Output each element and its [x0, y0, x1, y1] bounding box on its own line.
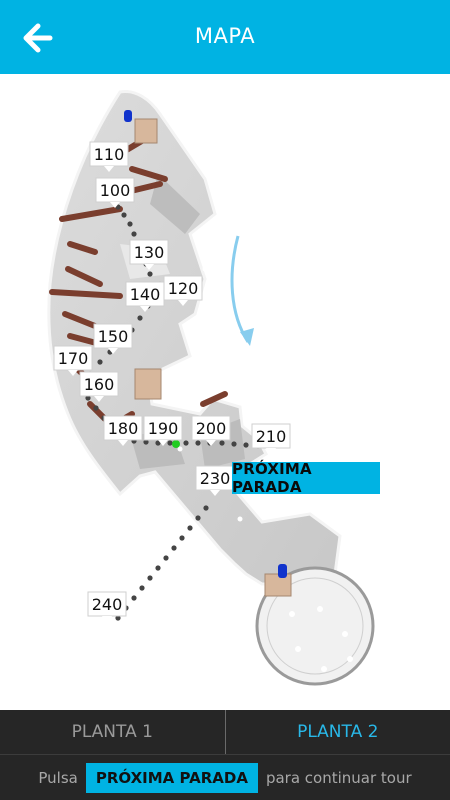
- page-title: MAPA: [194, 24, 256, 48]
- current-position-marker: [172, 440, 180, 448]
- stop-marker-240[interactable]: 240: [87, 591, 127, 622]
- svg-text:130: 130: [134, 243, 165, 262]
- footer-suffix: para continuar tour: [265, 768, 412, 787]
- svg-text:200: 200: [196, 419, 227, 438]
- tab-divider: [224, 710, 226, 754]
- svg-text:230: 230: [200, 469, 231, 488]
- museum-map[interactable]: 110 100 130 120 140 150: [0, 74, 450, 710]
- stop-marker-150[interactable]: 150: [93, 323, 133, 354]
- stop-marker-130[interactable]: 130: [129, 239, 169, 270]
- stop-marker-100[interactable]: 100: [95, 177, 135, 208]
- stop-marker-210[interactable]: 210: [251, 423, 291, 454]
- stop-marker-120[interactable]: 120: [163, 275, 203, 306]
- stairs: [134, 118, 292, 597]
- svg-text:240: 240: [92, 595, 123, 614]
- next-stop-button[interactable]: PRÓXIMA PARADA: [85, 762, 258, 793]
- rotunda: [255, 566, 375, 686]
- tab-planta-2[interactable]: PLANTA 2: [297, 722, 379, 742]
- svg-text:150: 150: [98, 327, 129, 346]
- stop-marker-200[interactable]: 200: [191, 415, 231, 446]
- back-button[interactable]: [18, 20, 54, 56]
- direction-arrow-icon: [230, 235, 254, 346]
- stop-marker-190[interactable]: 190: [143, 415, 183, 446]
- svg-text:100: 100: [100, 181, 131, 200]
- stop-marker-230[interactable]: 230: [195, 465, 235, 496]
- svg-text:190: 190: [148, 419, 179, 438]
- pillars: [177, 266, 353, 672]
- app-bar: MAPA: [0, 0, 450, 74]
- room-block: [150, 174, 200, 234]
- footer-prefix: Pulsa: [38, 768, 78, 787]
- svg-text:110: 110: [94, 145, 125, 164]
- elevator-icon: [124, 110, 287, 578]
- svg-text:180: 180: [108, 419, 139, 438]
- tab-planta-1[interactable]: PLANTA 1: [71, 722, 153, 742]
- stop-marker-110[interactable]: 110: [89, 141, 129, 172]
- arrow-left-icon: [23, 23, 53, 53]
- next-stop-callout[interactable]: PRÓXIMA PARADA: [232, 460, 380, 496]
- stop-marker-160[interactable]: 160: [79, 371, 119, 402]
- stop-marker-170[interactable]: 170: [53, 345, 93, 376]
- svg-text:160: 160: [84, 375, 115, 394]
- stop-marker-180[interactable]: 180: [103, 415, 143, 446]
- svg-text:210: 210: [256, 427, 287, 446]
- stop-marker-140[interactable]: 140: [125, 281, 165, 312]
- floor-tabs: PLANTA 1 PLANTA 2: [0, 710, 450, 754]
- svg-text:120: 120: [168, 279, 199, 298]
- svg-text:170: 170: [58, 349, 89, 368]
- rotunda-inner-ring: [266, 577, 364, 675]
- footer-instruction: Pulsa PRÓXIMA PARADA para continuar tour: [0, 754, 450, 800]
- floor-plan[interactable]: 110 100 130 120 140 150: [0, 74, 450, 710]
- svg-text:140: 140: [130, 285, 161, 304]
